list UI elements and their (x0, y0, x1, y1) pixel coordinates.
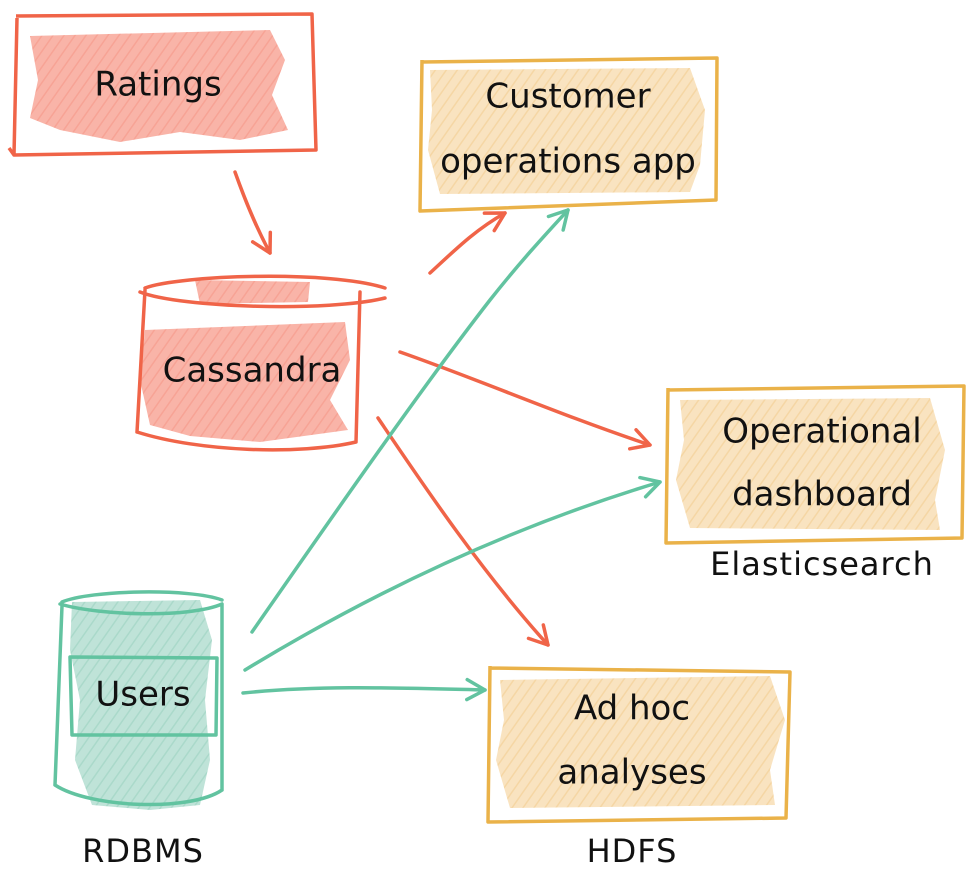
cassandra-node: Cassandra (135, 274, 387, 452)
adhoc-border (486, 665, 792, 824)
edge-cassandra-to-adhoc (376, 416, 550, 647)
users-label: Users (95, 675, 190, 715)
dashboard-border (664, 384, 966, 545)
hdfs-caption: HDFS (587, 832, 678, 870)
users-node: Users (53, 590, 224, 810)
dashboard-label-line2: dashboard (732, 475, 912, 515)
elasticsearch-caption: Elasticsearch (710, 545, 934, 583)
edge-cassandra-to-customer-app (428, 211, 507, 275)
customer-app-node: Customer operations app (418, 56, 719, 213)
cassandra-outline (135, 274, 387, 452)
edge-users-to-adhoc (241, 677, 487, 702)
customer-app-border (418, 56, 719, 213)
customer-app-label-line1: Customer (485, 77, 650, 117)
dashboard-label-line1: Operational (722, 412, 921, 452)
cassandra-body-fill (140, 322, 350, 442)
edge-users-to-dashboard (243, 475, 662, 672)
customer-app-fill (428, 68, 705, 194)
adhoc-fill (496, 676, 785, 808)
edge-users-to-customer-app (250, 208, 570, 634)
cassandra-label: Cassandra (163, 351, 342, 391)
edge-cassandra-to-dashboard (398, 350, 652, 451)
dashboard-node: Operational dashboard (664, 384, 966, 545)
users-inner-box (68, 655, 219, 737)
dashboard-fill (676, 398, 945, 530)
adhoc-label-line1: Ad hoc (574, 689, 690, 729)
cassandra-top-fill (195, 280, 310, 304)
users-fill (70, 600, 212, 810)
ratings-fill (30, 30, 288, 142)
ratings-node: Ratings (7, 12, 318, 157)
rdbms-caption: RDBMS (82, 832, 204, 870)
ratings-label: Ratings (94, 65, 221, 105)
adhoc-label-line2: analyses (557, 753, 706, 793)
adhoc-node: Ad hoc analyses (486, 665, 792, 824)
edge-ratings-to-cassandra (233, 170, 273, 255)
ratings-border (7, 12, 318, 157)
customer-app-label-line2: operations app (440, 142, 696, 182)
users-outline (53, 590, 224, 807)
